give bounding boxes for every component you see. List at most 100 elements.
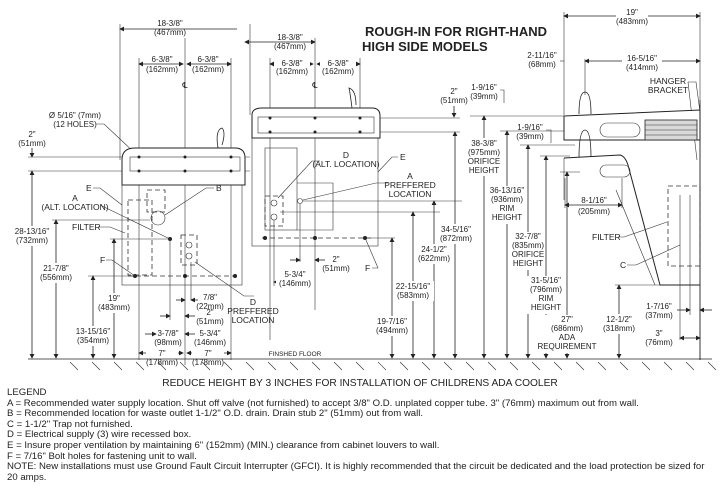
side-height-3-in: 32-7/8" xyxy=(515,232,541,241)
floor-hatch-mark xyxy=(289,361,299,371)
side-callout-filter: FILTER xyxy=(592,232,621,242)
legend: LEGEND A = Recommended water supply loca… xyxy=(7,387,717,483)
side-left-offset-mm: (68mm) xyxy=(528,60,556,69)
side-height-1-mm: (975mm) xyxy=(468,148,500,157)
left-half-left-mm: (162mm) xyxy=(146,65,178,74)
floor-hatch-mark xyxy=(597,361,607,371)
side-height-1-in: 38-3/8" xyxy=(471,139,497,148)
mid-dim-534-in: 5-3/4" xyxy=(284,270,305,279)
side-lower-bubbler xyxy=(578,129,592,159)
left-cooler-basin xyxy=(121,147,246,186)
left-dim-7-right-mm: (178mm) xyxy=(192,358,224,367)
mid-callout-f: F xyxy=(365,263,370,273)
floor-hatch-mark xyxy=(575,361,585,371)
floor-hatch-mark xyxy=(113,361,123,371)
mid-half-right-mm: (162mm) xyxy=(322,67,354,76)
floor-hatch-mark xyxy=(685,361,695,371)
left-dim-78-mm: (22mm) xyxy=(196,302,224,311)
side-height-2-in: 36-13/16" xyxy=(490,186,525,195)
mid-half-right-in: 6-3/8" xyxy=(327,59,348,68)
left-dim-7-left-mm: (178mm) xyxy=(146,358,178,367)
legend-heading: LEGEND xyxy=(7,387,47,398)
side-height-2-note1: RIM xyxy=(500,204,515,213)
side-height-6-mm: (318mm) xyxy=(603,324,635,333)
side-wall-1-in: 1-7/16" xyxy=(646,302,672,311)
left-callout-d-sub2: LOCATION xyxy=(232,315,275,325)
mid-centerline-symbol: ℄ xyxy=(311,81,318,90)
side-height-1-note2: HEIGHT xyxy=(469,166,499,175)
legend-item-a: A = Recommended water supply location. S… xyxy=(7,397,639,409)
floor-hatch-mark xyxy=(157,361,167,371)
left-height-3-in: 19" xyxy=(108,294,120,303)
side-height-5-note1: ADA xyxy=(559,333,576,342)
left-dim-7-left-in: 7" xyxy=(158,349,165,358)
floor-hatch-mark xyxy=(223,361,233,371)
left-dim-2-mm: (51mm) xyxy=(196,317,224,326)
left-half-right-mm: (162mm) xyxy=(192,65,224,74)
left-top-offset-in: 2" xyxy=(28,130,35,139)
floor-hatch-mark xyxy=(663,361,673,371)
left-height-1-in: 28-13/16" xyxy=(15,227,50,236)
left-dim-7-right-in: 7" xyxy=(204,349,211,358)
floor-hatch-mark xyxy=(487,361,497,371)
floor-hatch-mark xyxy=(509,361,519,371)
side-callout-c: C xyxy=(620,260,626,270)
left-dim-378-in: 3-7/8" xyxy=(157,329,178,338)
mid-callout-d: D xyxy=(343,150,349,160)
legend-item-c: C = 1-1/2" Trap not furnished. xyxy=(7,418,133,430)
floor-hatch-mark xyxy=(399,361,409,371)
side-height-2-mm: (936mm) xyxy=(491,195,523,204)
left-callout-a: A xyxy=(72,193,78,203)
left-dim-78-in: 7/8" xyxy=(203,293,217,302)
side-overall-depth-in: 19" xyxy=(626,8,638,17)
floor-hatch-mark xyxy=(443,361,453,371)
left-dim-378-mm: (98mm) xyxy=(154,338,182,347)
left-overall-width-mm: (467mm) xyxy=(154,28,186,37)
mid-height-2-in: 24-1/2" xyxy=(421,245,447,254)
side-height-3-mm: (835mm) xyxy=(512,241,544,250)
mid-callout-a: A xyxy=(407,171,413,181)
side-basin-depth-in: 8-1/16" xyxy=(581,196,607,205)
floor-hatch-mark xyxy=(531,361,541,371)
left-height-2-in: 21-7/8" xyxy=(43,264,69,273)
side-basin-depth-mm: (205mm) xyxy=(578,207,610,216)
mid-callout-e: E xyxy=(400,152,406,162)
floor-hatch-mark xyxy=(311,361,321,371)
legend-item-b: B = Recommended location for waste outle… xyxy=(7,408,424,420)
side-height-4-note1: RIM xyxy=(539,294,554,303)
mid-bubbler xyxy=(348,87,357,109)
drawing-title: ROUGH-IN FOR RIGHT-HAND HIGH SIDE MODELS xyxy=(362,24,547,54)
left-height-1-mm: (732mm) xyxy=(16,236,48,245)
left-callout-f: F xyxy=(100,255,105,265)
side-height-4-mm: (796mm) xyxy=(530,285,562,294)
side-height-3-note2: HEIGHT xyxy=(513,259,543,268)
left-top-offset-mm: (51mm) xyxy=(18,139,46,148)
left-height-4-in: 13-15/16" xyxy=(76,327,111,336)
side-wall-1-mm: (37mm) xyxy=(645,311,673,320)
mid-height-3-mm: (583mm) xyxy=(397,291,429,300)
side-height-4-note2: HEIGHT xyxy=(531,303,561,312)
mid-callout-d-sub: (ALT. LOCATION) xyxy=(312,159,379,169)
side-hanger-line-1: HANGER xyxy=(650,76,686,86)
mid-half-left-mm: (162mm) xyxy=(276,67,308,76)
side-upper-bubbler xyxy=(578,91,592,115)
left-electrical-box xyxy=(180,234,198,266)
floor-hatch-mark xyxy=(421,361,431,371)
floor-hatch-mark xyxy=(619,361,629,371)
left-callout-a-sub: (ALT. LOCATION) xyxy=(41,202,108,212)
left-callout-filter: FILTER xyxy=(72,222,101,232)
floor-hatch-mark xyxy=(465,361,475,371)
left-dim-2-in: 2" xyxy=(206,308,213,317)
mid-overall-width-mm: (467mm) xyxy=(274,42,306,51)
floor-hatch-mark xyxy=(91,361,101,371)
side-hanger-line-2: BRACKET xyxy=(648,85,688,95)
side-height-5-mm: (686mm) xyxy=(551,324,583,333)
mid-height-3-in: 22-15/16" xyxy=(396,282,431,291)
legend-item-f: F = 7/16" Bolt holes for fastening unit … xyxy=(7,450,197,462)
floor-hatch-mark xyxy=(267,361,277,371)
side-view: 19" (483mm) 2-11/16" (68mm) 16-5/16" (41… xyxy=(464,8,712,360)
left-dim-534-mm: (146mm) xyxy=(194,338,226,347)
mid-top-offset-in: 2" xyxy=(450,87,457,96)
side-upper-bubbler-mm: (39mm) xyxy=(470,92,498,101)
side-bubbler-to-wall-in: 16-5/16" xyxy=(627,54,657,63)
